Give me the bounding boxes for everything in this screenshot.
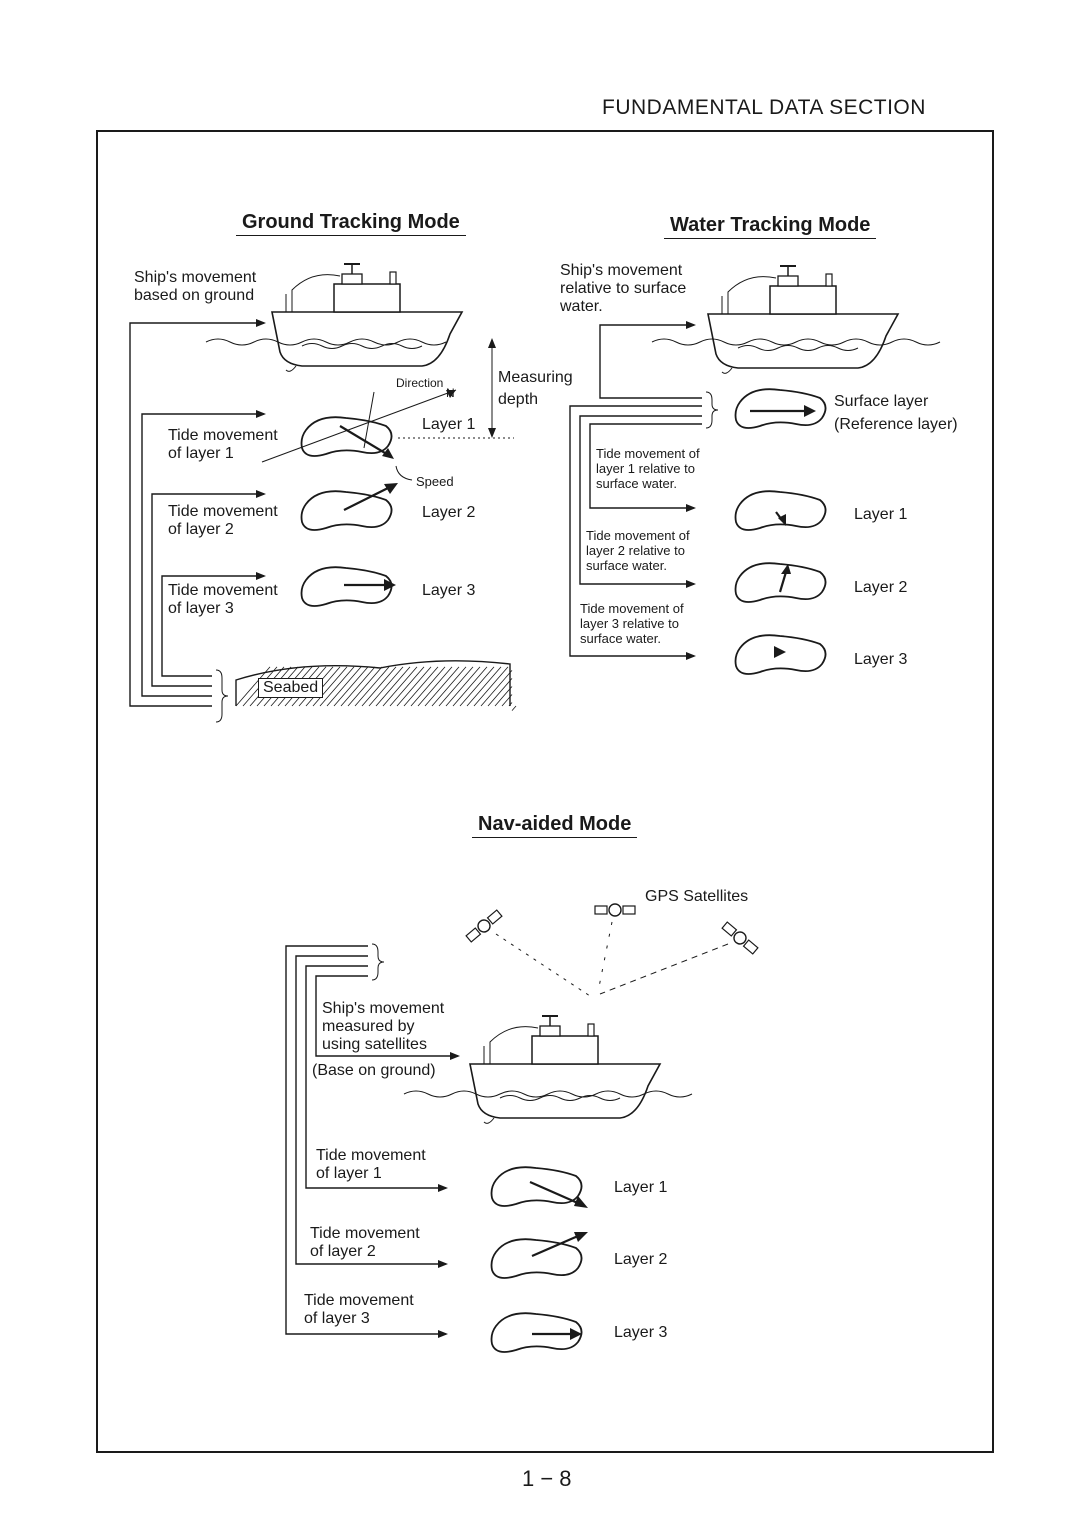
ground-tide1-line: [141, 413, 264, 697]
nav-layer1-label: Layer 1: [614, 1179, 668, 1196]
ground-ship: [271, 263, 463, 373]
ground-tide3-line: [161, 575, 264, 677]
water-layer1-blob: [734, 490, 827, 531]
ground-layer1-blob: [300, 416, 393, 457]
seabed-label: Seabed: [258, 678, 324, 698]
water-layer2-blob: [734, 562, 827, 603]
diagram-frame: [96, 130, 994, 1453]
ground-tide2-line: [151, 493, 264, 687]
surface-layer-label: Surface layer(Reference layer): [834, 393, 958, 433]
ground-layer2-blob: [300, 490, 393, 531]
ground-layer1-label: Layer 1: [422, 416, 476, 433]
nav-layer2-blob: [490, 1238, 583, 1279]
base-on-ground-label: (Base on ground): [312, 1062, 436, 1079]
direction-guide-line: [261, 389, 457, 463]
ground-layer3-blob: [300, 566, 393, 607]
nav-layer3-blob: [490, 1312, 583, 1353]
north-label: N: [446, 386, 455, 400]
seabed-hatch: [235, 660, 511, 706]
ground-sea-surface: [205, 338, 447, 346]
ground-layer2-label: Layer 2: [422, 504, 476, 521]
water-outer-line: [569, 405, 702, 657]
speed-label: Speed: [416, 474, 454, 489]
nav-tide3-line: [285, 945, 446, 1335]
water-tracking-title: Water Tracking Mode: [664, 214, 877, 239]
water-layer1-label: Layer 1: [854, 506, 908, 523]
water-ship: [707, 265, 899, 375]
nav-tide2-line: [295, 955, 446, 1265]
nav-layer2-label: Layer 2: [614, 1251, 668, 1268]
water-layer3-label: Layer 3: [854, 651, 908, 668]
satellite-right: [721, 921, 759, 955]
nav-ship-line: [315, 975, 458, 1057]
nav-sea-surface: [403, 1090, 693, 1098]
section-title: FUNDAMENTAL DATA SECTION: [602, 96, 926, 119]
water-layer2-label: Layer 2: [854, 579, 908, 596]
ground-layer3-label: Layer 3: [422, 582, 476, 599]
water-ship-line: [599, 324, 702, 399]
ground-ship-line: [129, 322, 264, 707]
nav-layer1-blob: [490, 1166, 583, 1207]
satellite-center: [594, 903, 636, 917]
gps-satellites-label: GPS Satellites: [645, 888, 749, 905]
nav-tide1-line: [305, 965, 446, 1189]
nav-aided-title: Nav-aided Mode: [472, 813, 638, 838]
ground-tracking-title: Ground Tracking Mode: [236, 211, 466, 236]
nav-ship: [469, 1015, 661, 1125]
nav-layer3-label: Layer 3: [614, 1324, 668, 1341]
water-sea-surface: [651, 338, 941, 346]
satellite-left: [465, 909, 503, 943]
direction-label: Direction: [396, 376, 444, 390]
water-surface-blob: [734, 388, 827, 429]
page-number: 1 − 8: [522, 1466, 572, 1491]
